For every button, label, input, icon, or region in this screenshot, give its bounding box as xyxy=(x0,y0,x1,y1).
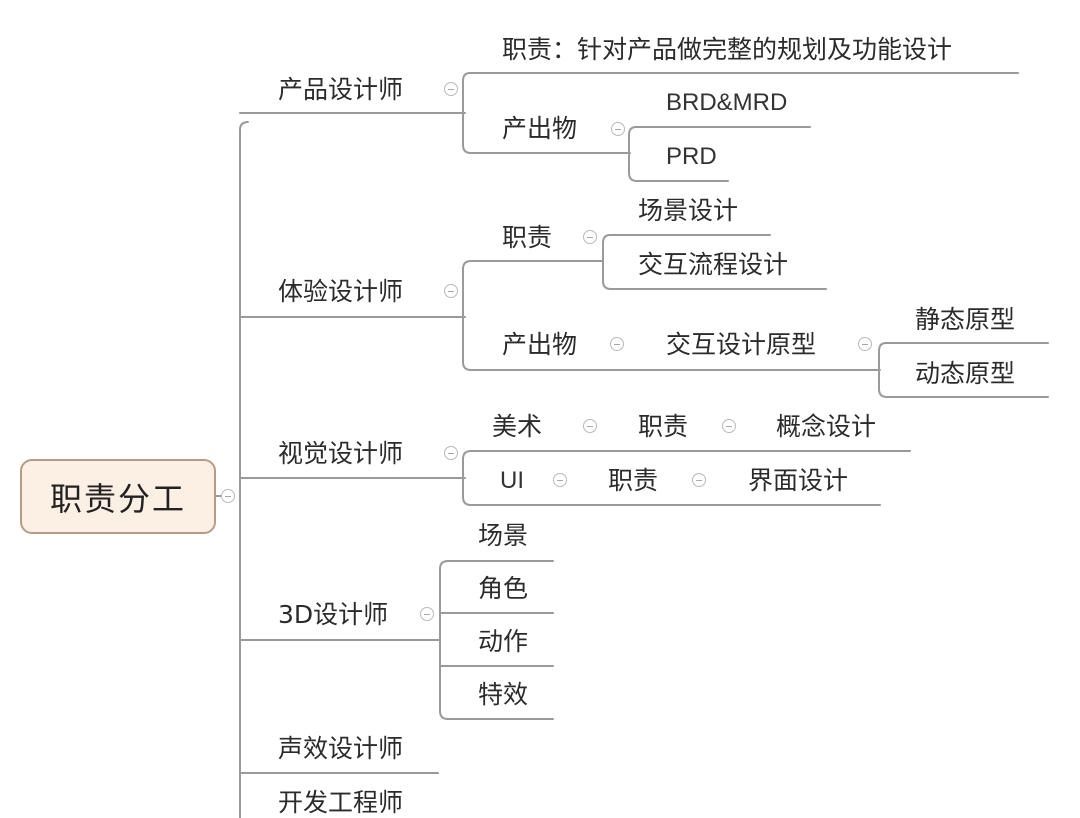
node-3d-role[interactable]: 角色 xyxy=(478,574,529,603)
bracket-product-output xyxy=(628,126,638,182)
node-exp-duty[interactable]: 职责 xyxy=(502,223,553,252)
node-dynamic-prototype[interactable]: 动态原型 xyxy=(915,359,1016,388)
collapse-3d-icon[interactable] xyxy=(420,607,434,621)
collapse-experience-icon[interactable] xyxy=(444,284,458,298)
collapse-ui-icon[interactable] xyxy=(553,473,567,487)
node-brd-mrd[interactable]: BRD&MRD xyxy=(666,89,788,116)
bracket-product xyxy=(462,72,472,154)
node-dev-engineer[interactable]: 开发工程师 xyxy=(278,788,404,817)
node-3d-scene[interactable]: 场景 xyxy=(478,521,529,550)
collapse-ui-duty-icon[interactable] xyxy=(692,473,706,487)
node-art[interactable]: 美术 xyxy=(492,412,543,441)
node-3d-designer[interactable]: 3D设计师 xyxy=(278,600,389,629)
collapse-product-output-icon[interactable] xyxy=(611,122,625,136)
collapse-exp-output-icon[interactable] xyxy=(610,337,624,351)
node-prd[interactable]: PRD xyxy=(666,143,717,170)
collapse-visual-icon[interactable] xyxy=(444,446,458,460)
node-product-designer[interactable]: 产品设计师 xyxy=(278,75,404,104)
node-interaction-prototype[interactable]: 交互设计原型 xyxy=(666,330,817,359)
collapse-product-icon[interactable] xyxy=(444,82,458,96)
collapse-art-duty-icon[interactable] xyxy=(722,419,736,433)
node-static-prototype[interactable]: 静态原型 xyxy=(915,305,1016,334)
collapse-art-icon[interactable] xyxy=(583,419,597,433)
collapse-root-icon[interactable] xyxy=(221,489,235,503)
node-interface-design[interactable]: 界面设计 xyxy=(748,466,849,495)
main-trunk xyxy=(239,121,249,818)
node-exp-output[interactable]: 产出物 xyxy=(502,330,578,359)
node-art-duty[interactable]: 职责 xyxy=(638,412,689,441)
collapse-exp-duty-icon[interactable] xyxy=(583,230,597,244)
node-ui-duty[interactable]: 职责 xyxy=(608,466,659,495)
bracket-3d xyxy=(439,560,449,720)
root-node[interactable]: 职责分工 xyxy=(20,459,216,534)
bracket-visual xyxy=(462,450,472,506)
node-sound-designer[interactable]: 声效设计师 xyxy=(278,734,404,763)
collapse-prototype-icon[interactable] xyxy=(858,337,872,351)
node-scene-design[interactable]: 场景设计 xyxy=(638,196,739,225)
node-concept-design[interactable]: 概念设计 xyxy=(776,412,877,441)
node-experience-designer[interactable]: 体验设计师 xyxy=(278,277,404,306)
node-product-duty[interactable]: 职责：针对产品做完整的规划及功能设计 xyxy=(502,35,953,64)
node-visual-designer[interactable]: 视觉设计师 xyxy=(278,439,404,468)
bracket-prototype xyxy=(878,342,888,398)
node-3d-action[interactable]: 动作 xyxy=(478,627,529,656)
bracket-experience xyxy=(462,260,472,371)
node-3d-effect[interactable]: 特效 xyxy=(478,680,529,709)
node-flow-design[interactable]: 交互流程设计 xyxy=(638,250,789,279)
root-label: 职责分工 xyxy=(49,479,186,518)
node-product-output[interactable]: 产出物 xyxy=(502,114,578,143)
node-ui[interactable]: UI xyxy=(500,467,524,494)
bracket-exp-duty xyxy=(602,234,612,290)
